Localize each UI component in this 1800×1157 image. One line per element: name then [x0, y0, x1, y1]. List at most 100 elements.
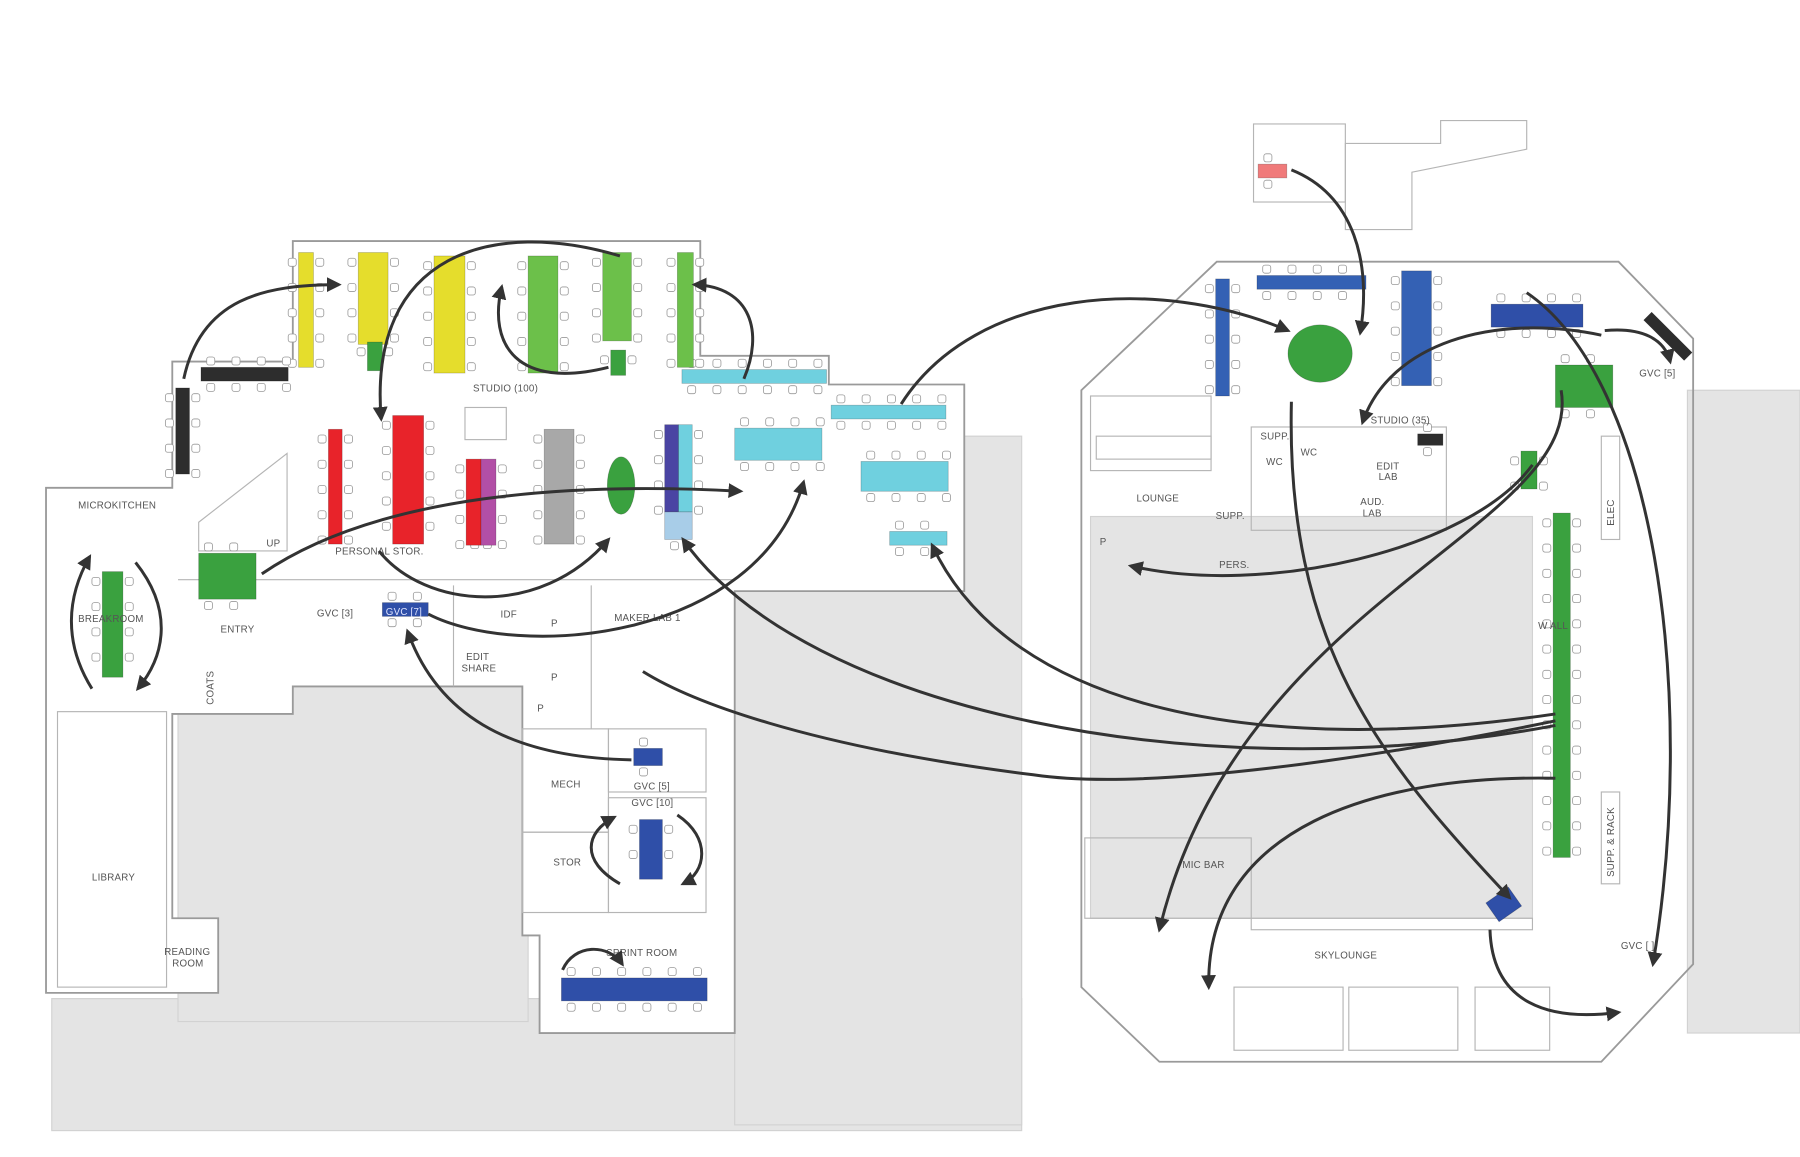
room-label-microkitchen: MICROKITCHEN: [78, 500, 156, 511]
chair: [497, 464, 507, 474]
desk-block-purple[interactable]: [480, 458, 497, 546]
desk-block-green[interactable]: [101, 571, 124, 678]
desk-block-red[interactable]: [328, 428, 343, 545]
desk-block-green[interactable]: [1555, 364, 1614, 408]
chair: [1433, 301, 1443, 311]
chair: [466, 286, 476, 296]
chair: [815, 417, 825, 427]
chair: [633, 308, 643, 318]
chair: [1538, 481, 1548, 491]
desk-block-steel[interactable]: [1215, 278, 1230, 397]
shaded-core-areas: [51, 389, 1800, 1132]
desk-block-yellow[interactable]: [357, 252, 389, 345]
chair: [91, 652, 101, 662]
desk-block-black[interactable]: [175, 387, 190, 475]
desk-block-cyan[interactable]: [681, 369, 827, 384]
desk-block-steel[interactable]: [1256, 275, 1367, 290]
desk-block-cyan[interactable]: [860, 461, 949, 492]
desk-block-cyan[interactable]: [678, 424, 693, 513]
desk-block-lime[interactable]: [602, 252, 632, 342]
flow-arrow: [1127, 463, 1534, 578]
chair: [282, 356, 291, 366]
desk-block-red[interactable]: [392, 415, 425, 545]
desk-block-black[interactable]: [1417, 433, 1444, 446]
chair: [937, 394, 947, 404]
chair: [575, 535, 585, 545]
room-label-edit-lab-1: EDIT: [1376, 461, 1399, 472]
chair: [664, 850, 674, 859]
chair: [591, 308, 601, 318]
chair: [813, 358, 823, 368]
desk-block-lime[interactable]: [527, 255, 559, 374]
chair: [790, 462, 800, 472]
desk-block-cyan[interactable]: [734, 427, 823, 461]
desk-block-lime[interactable]: [676, 252, 694, 368]
chair: [813, 385, 823, 395]
desk-block-yellow[interactable]: [433, 255, 466, 374]
desk-block-blue[interactable]: [633, 748, 663, 766]
chair: [1542, 796, 1552, 806]
desk-block-blue[interactable]: [381, 602, 429, 617]
chair: [1572, 821, 1582, 831]
room-label-edit-share-2: SHARE: [462, 663, 497, 674]
chair: [1542, 594, 1552, 604]
chair: [559, 362, 569, 372]
desk-block-green[interactable]: [610, 349, 627, 376]
desk-block-green[interactable]: [198, 552, 257, 600]
room-label-reading-1: READING: [164, 947, 210, 958]
chair: [412, 591, 422, 601]
chair: [617, 967, 627, 977]
round-table-studio-100[interactable]: [606, 456, 636, 515]
chair: [425, 471, 435, 481]
desk-block-blue[interactable]: [1490, 303, 1584, 328]
chair: [895, 520, 904, 530]
chair: [861, 394, 871, 404]
desk-block-salmon[interactable]: [1257, 163, 1288, 179]
chair: [886, 420, 896, 430]
chair: [559, 261, 569, 271]
chair: [381, 496, 391, 506]
chair: [455, 514, 465, 524]
chair: [920, 547, 930, 556]
chair: [231, 356, 241, 366]
chair: [425, 420, 435, 430]
desk-block-lightblue[interactable]: [664, 511, 693, 540]
desk-block-indigo[interactable]: [664, 424, 679, 513]
desk-block-steel[interactable]: [1401, 270, 1432, 387]
desk-block-cyan[interactable]: [889, 531, 948, 546]
chair: [191, 443, 201, 453]
chair: [575, 434, 585, 444]
chair: [1287, 264, 1297, 274]
flow-arrow: [260, 483, 744, 576]
chair: [575, 459, 585, 469]
desk-block-green[interactable]: [1552, 512, 1571, 858]
chair: [229, 542, 239, 552]
chair: [1287, 291, 1297, 300]
chair: [600, 355, 609, 365]
desk-block-black[interactable]: [200, 366, 289, 382]
desk-block-yellow[interactable]: [298, 252, 314, 368]
chair: [591, 967, 601, 977]
desk-block-blue[interactable]: [561, 977, 708, 1002]
room-label-mech: MECH: [551, 779, 581, 790]
desk-block-cyan[interactable]: [830, 404, 947, 420]
chair: [315, 308, 325, 318]
chair: [763, 385, 772, 395]
room-label-stor: STOR: [553, 857, 581, 868]
chair: [315, 257, 325, 267]
room-label-p1: P: [551, 619, 558, 630]
desk-block-blue[interactable]: [639, 819, 663, 880]
room-label-maker-lab: MAKER LAB 1: [614, 613, 680, 624]
chair: [315, 333, 325, 343]
desk-block-green[interactable]: [367, 341, 383, 372]
round-table-studio-35[interactable]: [1287, 324, 1353, 383]
desk-block-gray[interactable]: [543, 428, 575, 545]
chair: [423, 337, 433, 346]
chair: [206, 356, 216, 366]
right-building-outline: [1080, 119, 1695, 1063]
flow-arrow: [1201, 776, 1556, 991]
chair: [836, 394, 846, 404]
flow-arrow: [676, 813, 704, 886]
chair: [639, 767, 648, 777]
chair: [737, 358, 747, 368]
